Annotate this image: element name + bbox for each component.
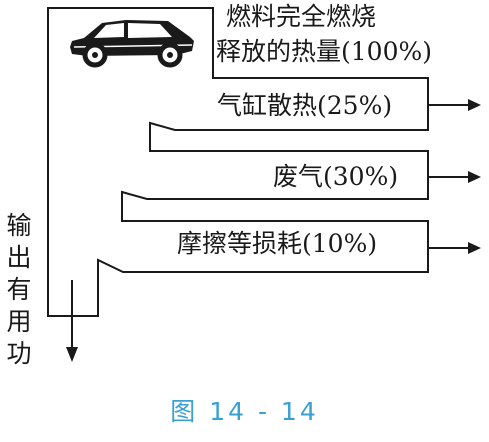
energy-flow-outline [47,7,429,317]
exhaust-label: 废气(30%) [273,162,399,192]
figure-caption: 图 14 - 14 [170,397,319,426]
friction-arrow [428,242,481,254]
output-arrow [66,280,78,362]
cylinder-arrow [428,99,481,111]
friction-loss-label: 摩擦等损耗(10%) [177,229,378,259]
car-icon [70,20,194,68]
exhaust-arrow [428,171,481,183]
cylinder-heat-label: 气缸散热(25%) [217,91,393,121]
useful-work-label: 输出有用功 [6,211,32,368]
total-heat-label-line1: 燃料完全燃烧 [226,2,377,32]
total-heat-label-line2: 释放的热量(100%) [216,37,432,67]
